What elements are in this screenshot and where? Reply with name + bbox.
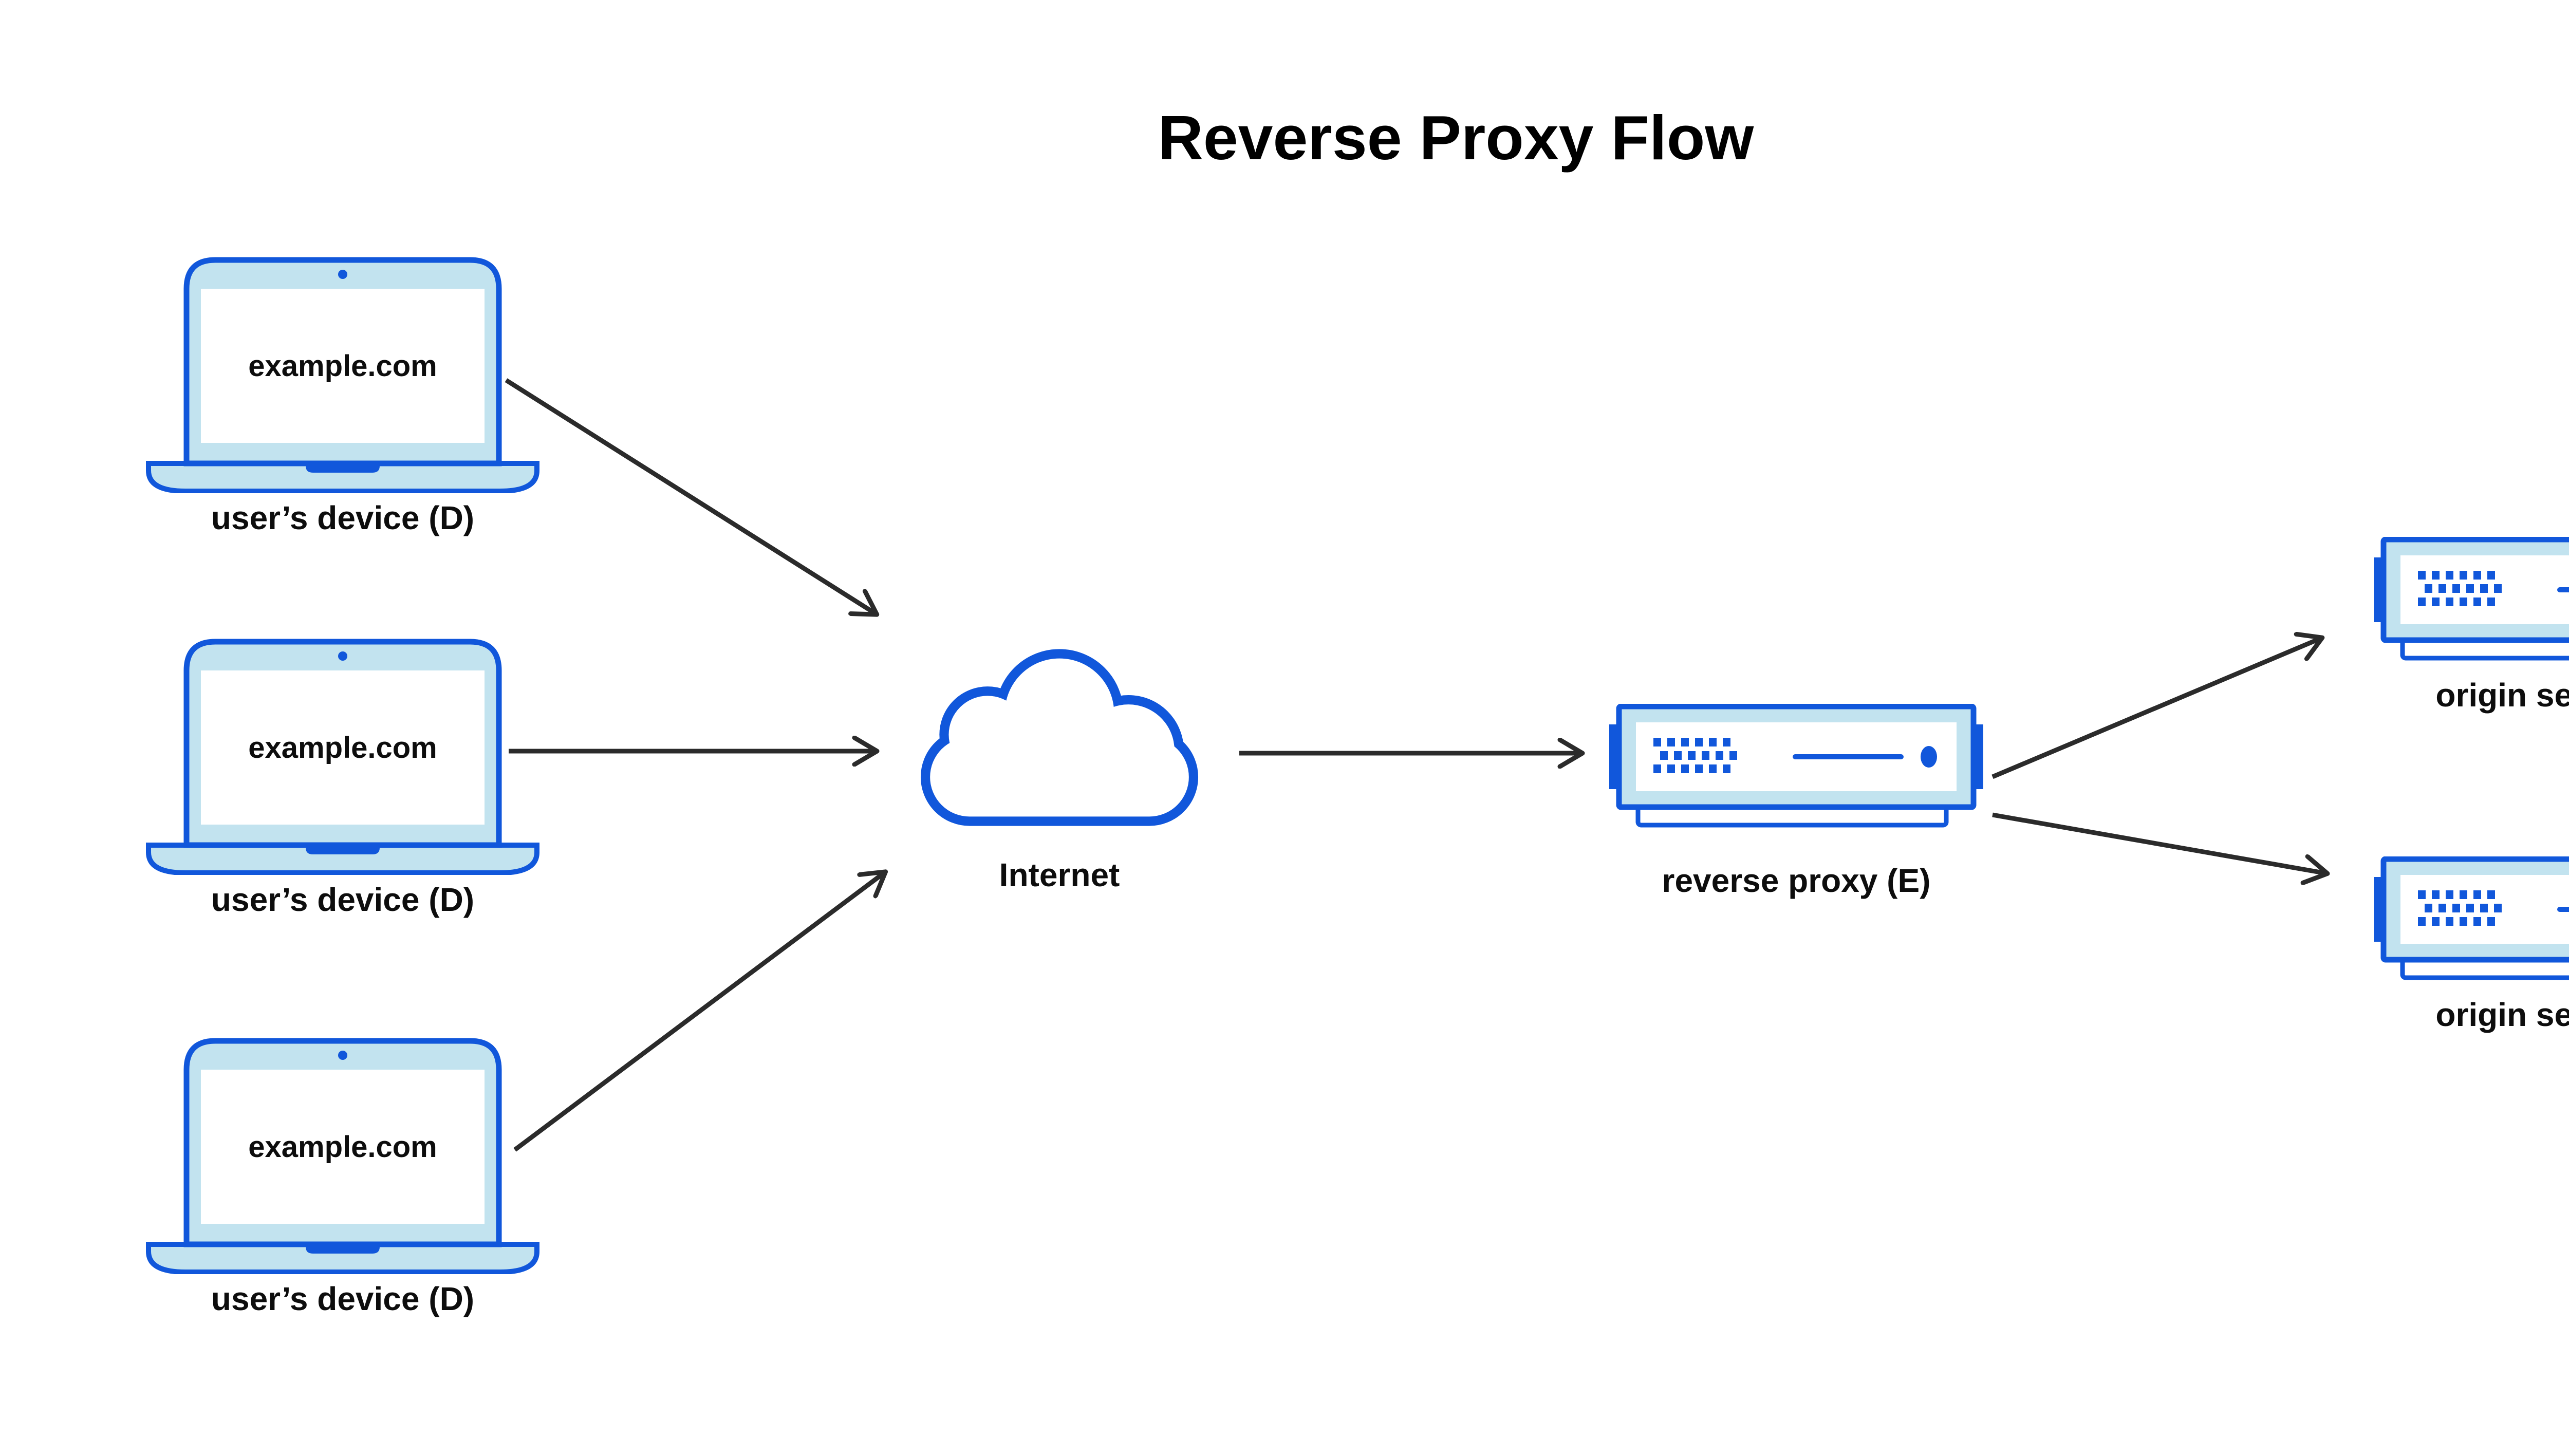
origin-server-label: origin server (F) xyxy=(2435,677,2569,714)
arrow-device3-to-internet xyxy=(513,872,885,1152)
laptop-icon: example.com xyxy=(145,257,540,493)
arrow-proxy-to-origin2 xyxy=(1992,812,2326,873)
internet-node: Internet xyxy=(916,648,1203,894)
page-title: Reverse Proxy Flow xyxy=(1158,103,1754,173)
laptop-screen-text: example.com xyxy=(248,1130,437,1164)
reverse-proxy-label: reverse proxy (E) xyxy=(1662,862,1931,899)
origin-server-node-1: origin server (F) xyxy=(2374,537,2569,715)
origin-server-node-2: origin server (F) xyxy=(2374,856,2569,1034)
user-device-node-3: example.com user’s device (D) xyxy=(145,1038,540,1318)
user-device-label: user’s device (D) xyxy=(211,1280,475,1317)
cloud-fill xyxy=(930,658,1189,817)
server-icon xyxy=(2374,856,2569,986)
laptop-icon: example.com xyxy=(145,639,540,875)
arrow-device1-to-internet xyxy=(505,378,876,614)
server-icon xyxy=(1609,704,1983,833)
internet-label: Internet xyxy=(999,856,1120,893)
laptop-icon: example.com xyxy=(145,1038,540,1274)
server-icon xyxy=(2374,537,2569,666)
user-device-node-1: example.com user’s device (D) xyxy=(145,257,540,537)
arrow-proxy-to-origin1 xyxy=(1991,638,2321,779)
reverse-proxy-node: reverse proxy (E) xyxy=(1609,704,1983,900)
user-device-node-2: example.com user’s device (D) xyxy=(145,639,540,919)
user-device-label: user’s device (D) xyxy=(211,881,475,918)
cloud-icon xyxy=(920,649,1199,826)
laptop-screen-text: example.com xyxy=(248,731,437,764)
origin-server-label: origin server (F) xyxy=(2435,996,2569,1033)
user-device-label: user’s device (D) xyxy=(211,499,475,536)
laptop-screen-text: example.com xyxy=(248,349,437,383)
